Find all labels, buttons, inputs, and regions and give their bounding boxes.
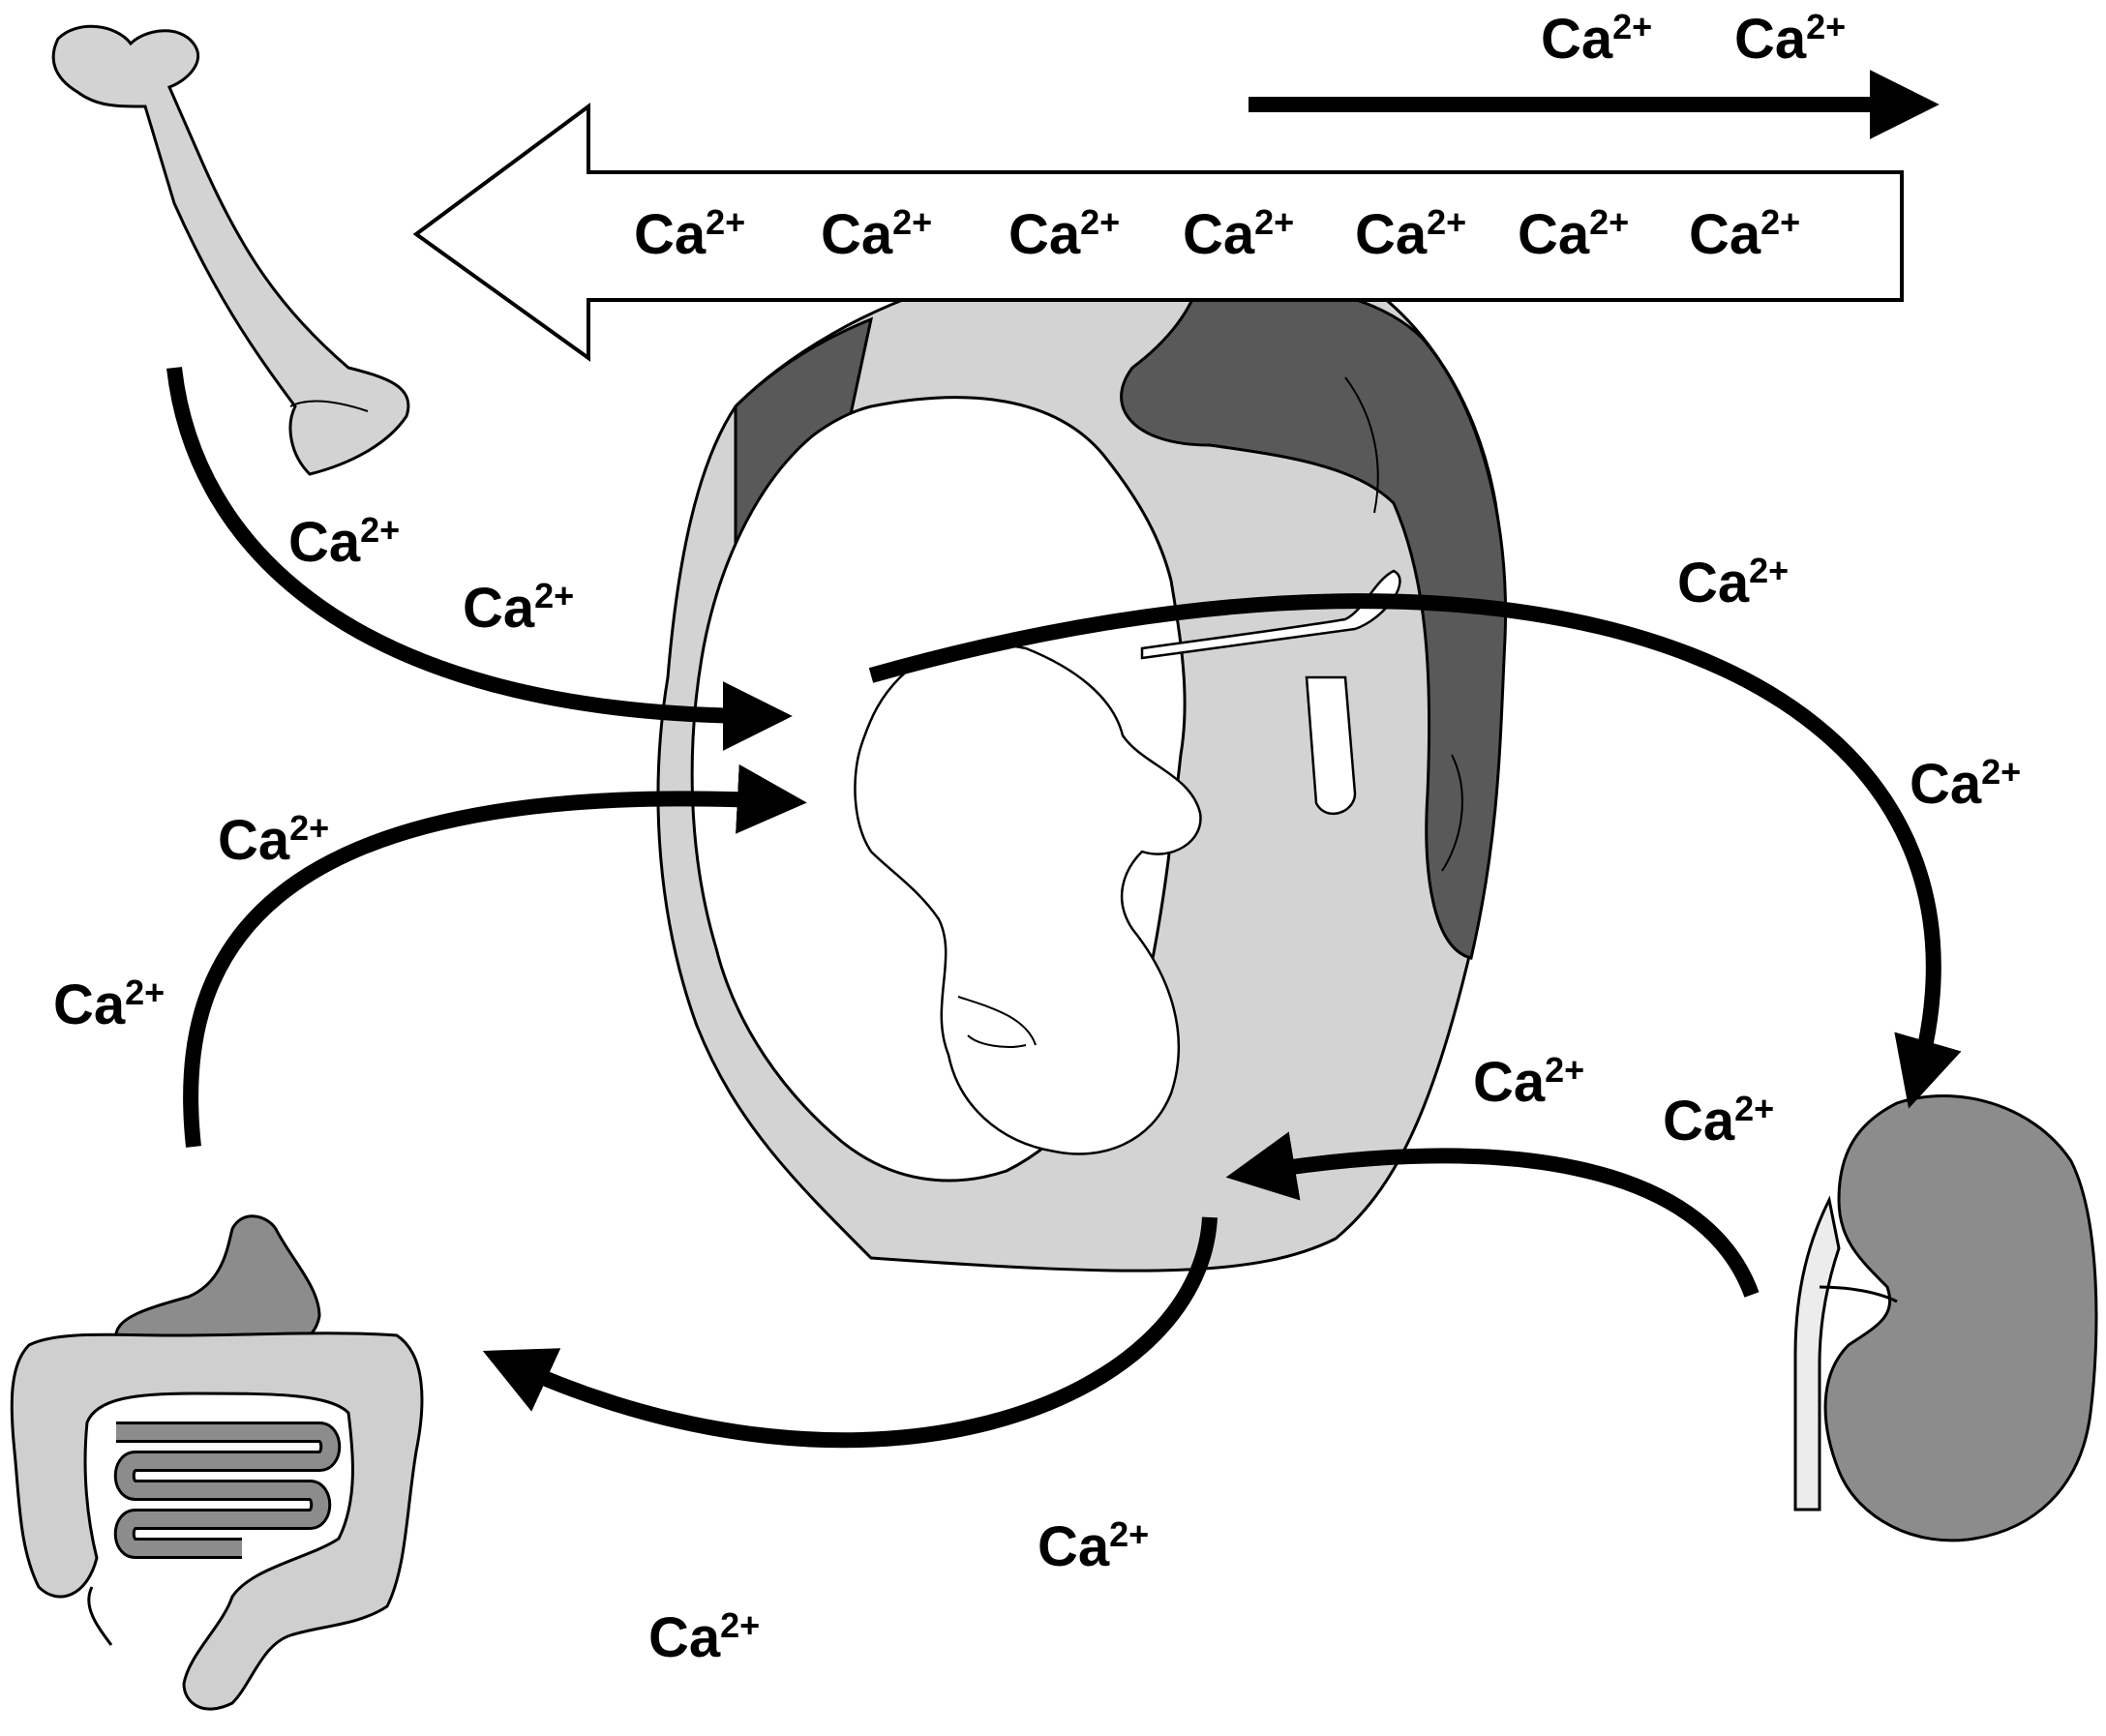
ion-label: Ca2+ — [288, 510, 400, 574]
stomach — [114, 1214, 321, 1353]
ion-label: Ca2+ — [1677, 551, 1789, 614]
large-intestine — [10, 1332, 424, 1711]
ion-label: Ca2+ — [1734, 7, 1846, 71]
arrow-fetus-to-kidney — [868, 593, 1962, 1109]
ion-label: Ca2+ — [463, 576, 574, 640]
femur-detail — [289, 400, 369, 412]
fetus — [854, 569, 1401, 1155]
small-intestine-fill — [116, 1424, 339, 1556]
ion-labels: Ca2+ Ca2+ Ca2+ Ca2+ Ca2+ Ca2+ Ca2+ Ca2+ … — [53, 7, 2021, 1669]
ureter — [1793, 1195, 1841, 1512]
ion-label: Ca2+ — [821, 202, 932, 266]
ion-label: Ca2+ — [648, 1605, 760, 1669]
fetus-limb — [1305, 675, 1357, 815]
intestines — [10, 1214, 424, 1711]
maternal-transfer-hollow-arrow — [412, 103, 1904, 362]
ion-label: Ca2+ — [1183, 202, 1294, 266]
ion-label: Ca2+ — [1663, 1089, 1774, 1152]
ion-label: Ca2+ — [1541, 7, 1652, 71]
fetus-arm — [1140, 569, 1401, 660]
femur-shape — [51, 24, 410, 476]
femur-bone — [51, 24, 410, 476]
hollow-arrow-shape — [412, 103, 1904, 362]
ion-label: Ca2+ — [1910, 752, 2021, 816]
ion-label: Ca2+ — [53, 973, 165, 1036]
appendix — [87, 1586, 113, 1646]
fetus-face-line — [967, 1034, 1027, 1048]
ion-label: Ca2+ — [218, 808, 329, 872]
ion-label: Ca2+ — [1355, 202, 1466, 266]
ion-label: Ca2+ — [1689, 202, 1800, 266]
arrow-fetus-to-intestine — [482, 1216, 1218, 1449]
kidney-shape — [1823, 1094, 2098, 1542]
arrow-intestine-to-fetus — [183, 763, 807, 1148]
ion-label: Ca2+ — [1473, 1050, 1584, 1114]
placenta-detail-line-2 — [1441, 754, 1463, 872]
flux-arrows — [166, 70, 1962, 1449]
placenta-detail-line-1 — [1344, 376, 1379, 514]
ion-label: Ca2+ — [1038, 1514, 1149, 1578]
placenta — [1120, 279, 1507, 960]
arrow-bone-to-fetus — [166, 367, 793, 751]
ion-label: Ca2+ — [1518, 202, 1629, 266]
arrow-kidney-to-fetus — [1225, 1131, 1760, 1298]
fetus-ear — [957, 996, 1037, 1046]
kidney-hilum — [1819, 1285, 1898, 1303]
ion-label: Ca2+ — [1008, 202, 1120, 266]
kidney — [1793, 1094, 2098, 1542]
ion-label: Ca2+ — [634, 202, 745, 266]
fetus-body — [854, 644, 1202, 1155]
